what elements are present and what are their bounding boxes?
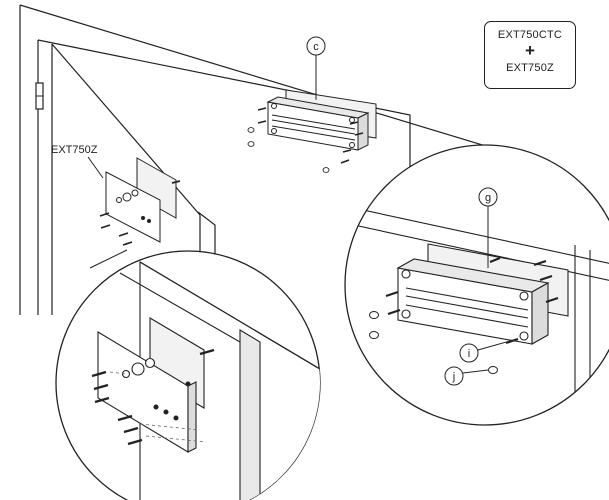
magnet-assembly-zoom	[396, 243, 569, 345]
model-code-secondary: EXT750Z	[506, 62, 554, 74]
callout-g: g	[478, 187, 498, 268]
screws-top	[257, 107, 364, 164]
bracket-model-label: EXT750Z	[51, 144, 98, 156]
zoom-detail-left	[55, 250, 321, 500]
callout-c: c	[306, 36, 326, 100]
wall-holes-zoom	[369, 311, 498, 374]
door-bracket-zoom	[97, 317, 205, 453]
dashed-guides-zoom	[109, 371, 207, 443]
magnet-assembly-top	[266, 89, 377, 151]
hinge-icon	[35, 82, 44, 110]
wall-holes-top	[247, 127, 330, 173]
model-code-primary: EXT750CTC	[497, 29, 563, 41]
model-box: EXT750CTC + EXT750Z	[484, 21, 576, 89]
plus-icon: +	[525, 41, 535, 60]
callout-g-label: g	[485, 192, 491, 204]
callout-i-label: i	[468, 348, 470, 360]
bracket-label: EXT750Z	[51, 144, 104, 179]
callout-j: j	[444, 366, 489, 386]
door-bracket-small	[105, 157, 177, 243]
callout-j-label: j	[452, 371, 455, 383]
screws-bracket-zoom	[91, 348, 215, 446]
callout-c-label: c	[313, 41, 319, 53]
screws-bracket-small	[99, 180, 181, 246]
zoom-detail-right: g i j	[344, 144, 609, 426]
callout-i: i	[459, 340, 511, 363]
screws-zoom	[385, 256, 559, 345]
